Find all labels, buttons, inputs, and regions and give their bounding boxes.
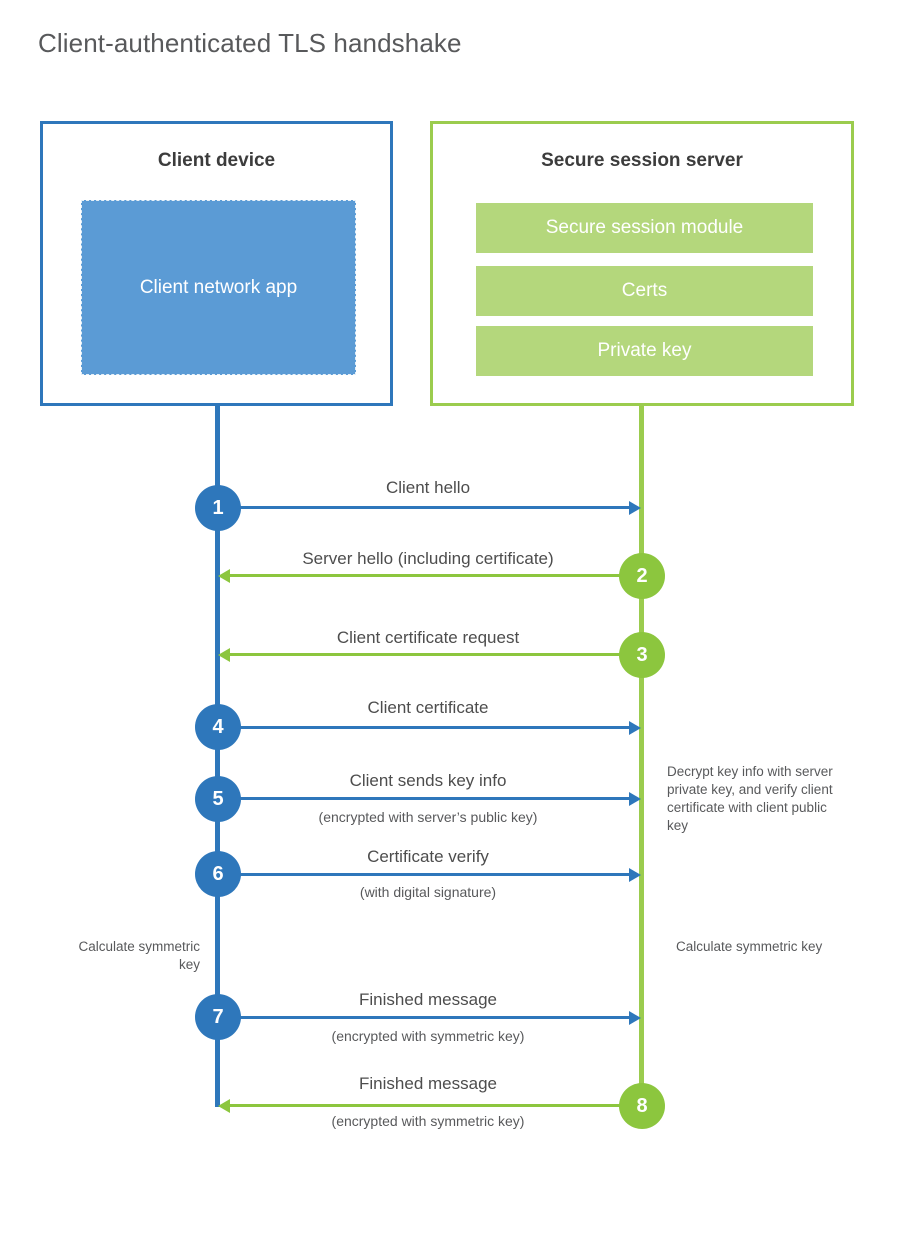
- secure-session-server-panel: Secure session server Secure session mod…: [430, 121, 854, 406]
- step-2-label: Server hello (including certificate): [302, 549, 554, 568]
- step-4-label: Client certificate: [367, 698, 489, 717]
- step-7-arrow: [218, 1010, 641, 1025]
- step-8-arrow: [218, 1098, 641, 1113]
- arrowhead-icon: [218, 1098, 230, 1113]
- step-8-marker[interactable]: 8: [619, 1083, 665, 1129]
- server-component-private-key: Private key: [476, 326, 813, 376]
- step-4-marker[interactable]: 4: [195, 704, 241, 750]
- server-lifeline: [639, 405, 644, 1107]
- arrowhead-icon: [629, 791, 641, 806]
- page-title: Client-authenticated TLS handshake: [38, 28, 462, 58]
- client-network-app-label: Client network app: [139, 276, 298, 298]
- step-3-arrow: [218, 647, 641, 662]
- step-7-label: Finished message: [359, 990, 497, 1009]
- arrowhead-icon: [629, 867, 641, 882]
- client-lifeline: [215, 405, 220, 1107]
- step-1-arrow: [218, 500, 641, 515]
- step-5-sublabel: (encrypted with server’s public key): [318, 809, 538, 825]
- step-5-marker[interactable]: 5: [195, 776, 241, 822]
- server-component-certs: Certs: [476, 266, 813, 316]
- server-decrypt-note: Decrypt key info with server private key…: [667, 764, 833, 833]
- client-network-app-box: Client network app: [81, 200, 356, 375]
- step-2-arrow: [218, 568, 641, 583]
- step-5-arrow: [218, 791, 641, 806]
- server-component-secure-session-module: Secure session module: [476, 203, 813, 253]
- step-1-label: Client hello: [385, 478, 471, 497]
- step-4-arrow: [218, 720, 641, 735]
- step-6-arrow: [218, 867, 641, 882]
- arrowhead-icon: [218, 568, 230, 583]
- step-7-marker[interactable]: 7: [195, 994, 241, 1040]
- step-7-sublabel: (encrypted with symmetric key): [331, 1028, 525, 1044]
- arrowhead-icon: [218, 647, 230, 662]
- secure-session-server-title: Secure session server: [541, 150, 743, 171]
- client-calculate-symmetric-key-note: Calculate symmetric key: [78, 939, 200, 972]
- step-3-marker[interactable]: 3: [619, 632, 665, 678]
- step-5-label: Client sends key info: [349, 771, 507, 790]
- step-8-label: Finished message: [359, 1074, 497, 1093]
- client-device-panel: Client device Client network app: [40, 121, 393, 406]
- step-3-label: Client certificate request: [336, 628, 520, 647]
- arrowhead-icon: [629, 1010, 641, 1025]
- server-calculate-symmetric-key-note: Calculate symmetric key: [676, 939, 823, 954]
- step-6-label: Certificate verify: [367, 847, 489, 866]
- step-8-sublabel: (encrypted with symmetric key): [331, 1113, 525, 1129]
- step-2-marker[interactable]: 2: [619, 553, 665, 599]
- arrowhead-icon: [629, 500, 641, 515]
- arrowhead-icon: [629, 720, 641, 735]
- step-1-marker[interactable]: 1: [195, 485, 241, 531]
- step-6-marker[interactable]: 6: [195, 851, 241, 897]
- client-device-title: Client device: [157, 150, 276, 171]
- step-6-sublabel: (with digital signature): [359, 884, 497, 900]
